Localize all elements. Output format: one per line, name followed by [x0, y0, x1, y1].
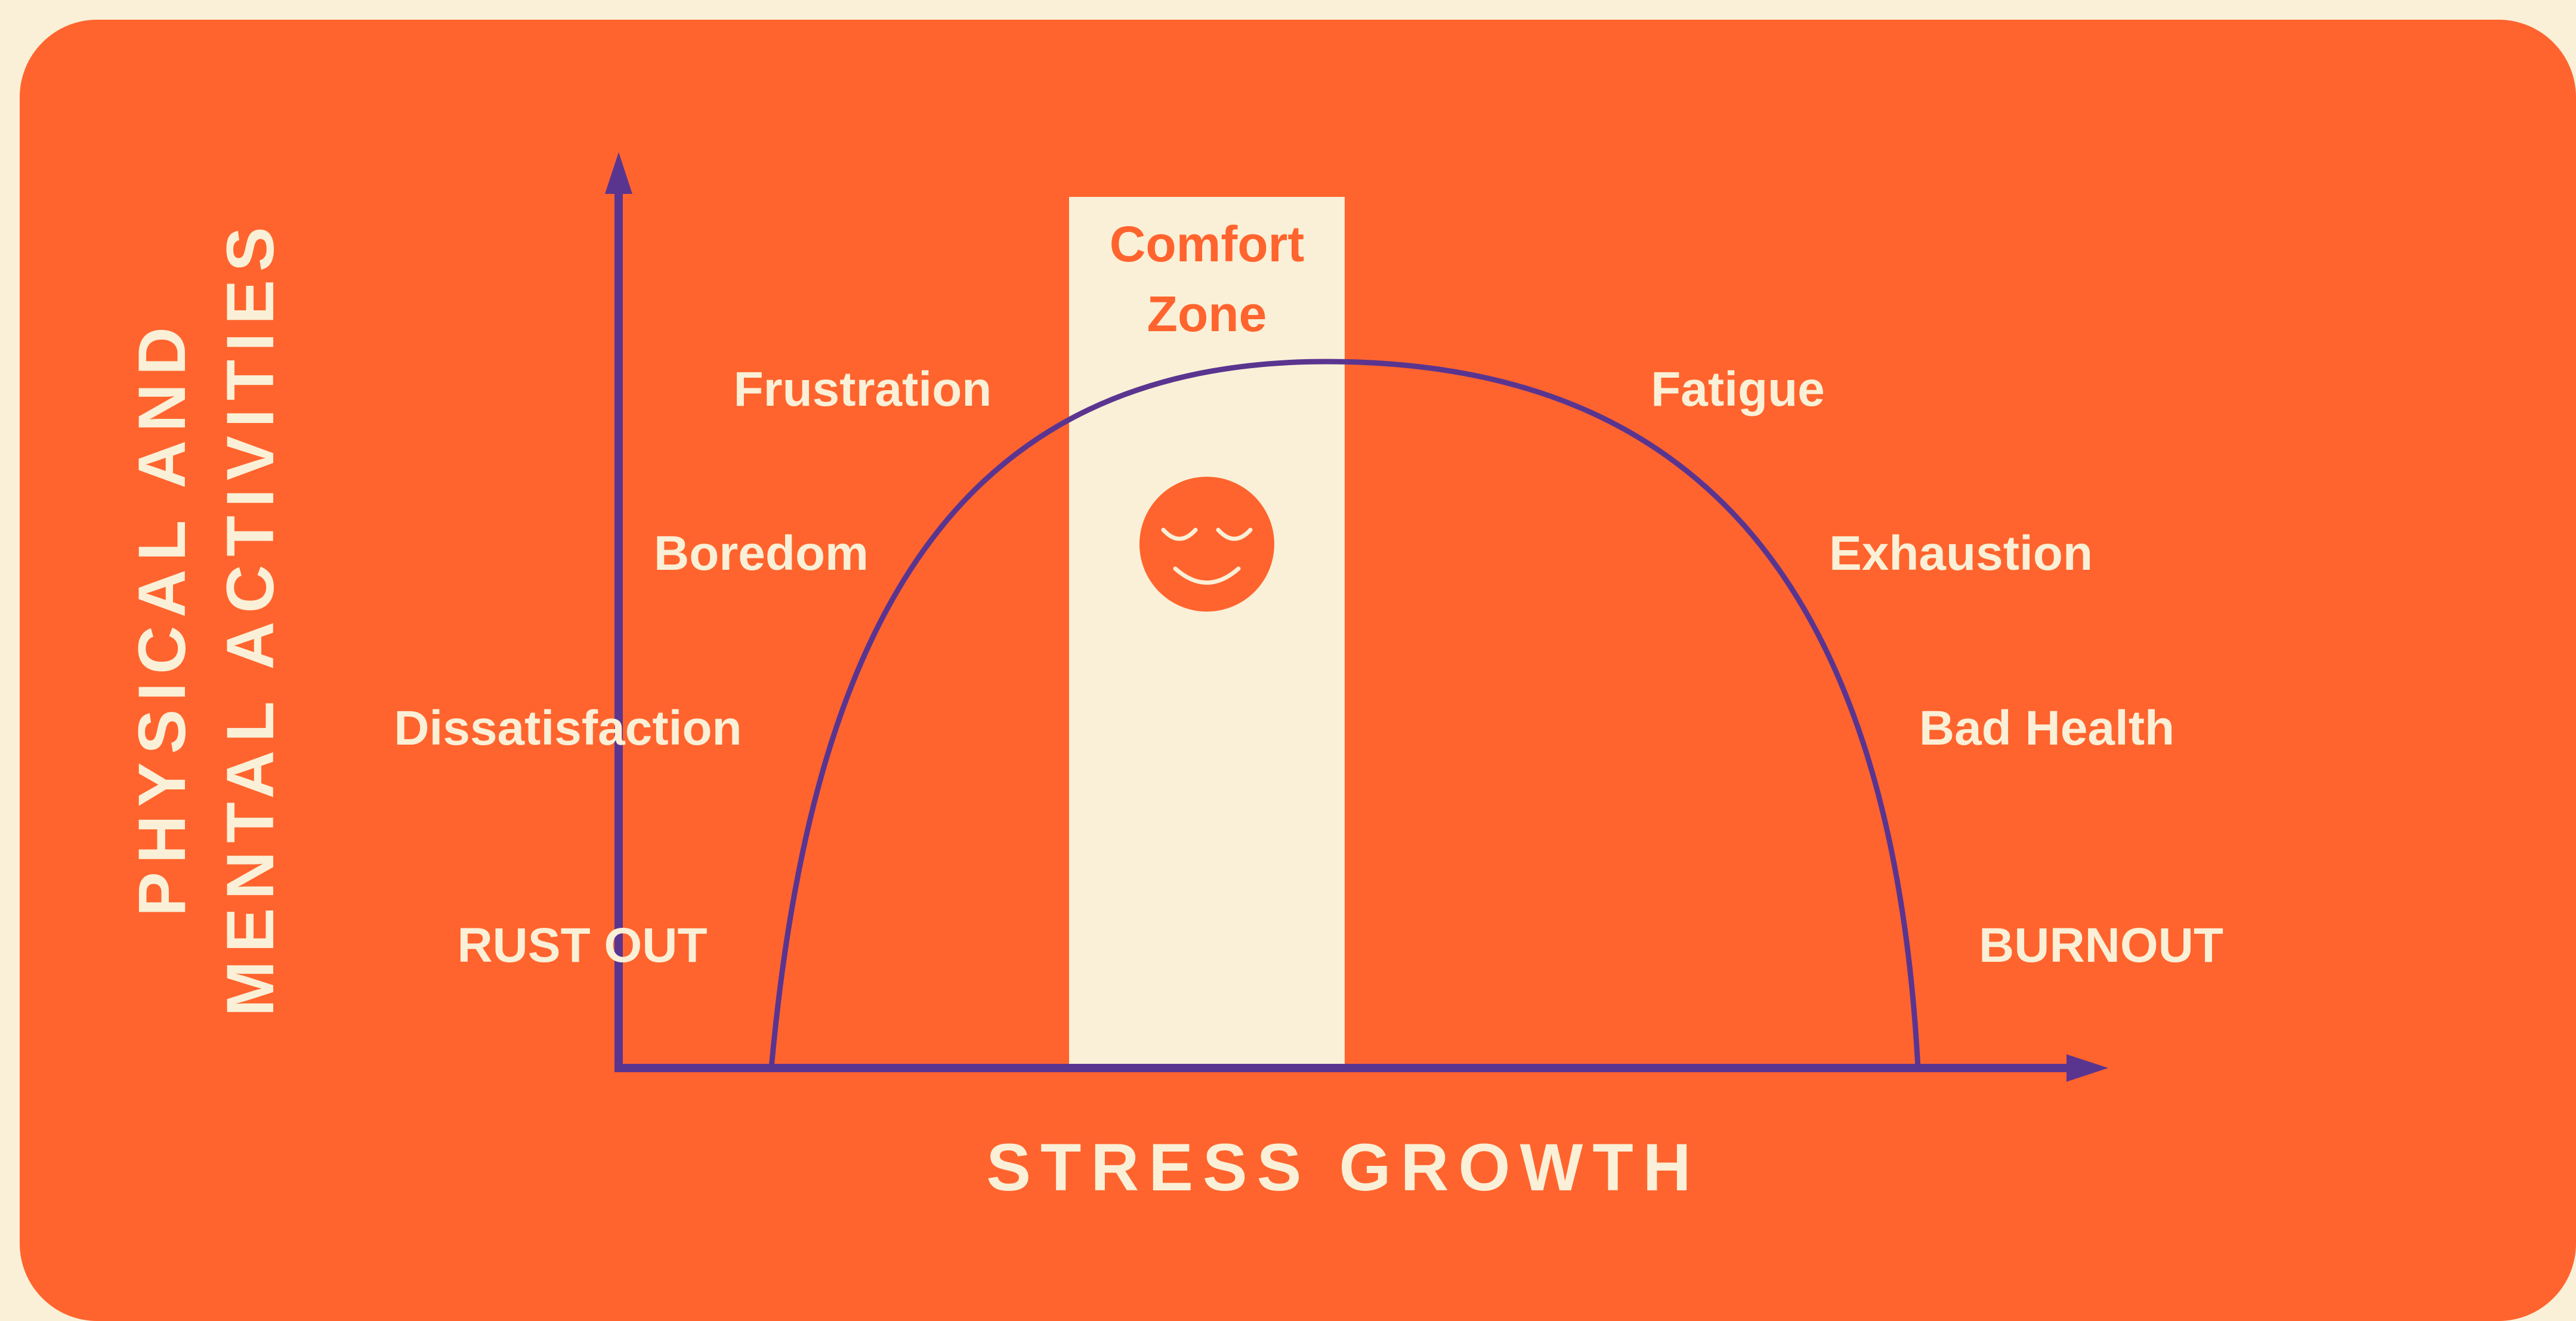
- comfort-zone-label-line1: Comfort: [1110, 216, 1305, 272]
- label-exhaustion: Exhaustion: [1829, 526, 2093, 581]
- comfort-zone-band: [1069, 197, 1345, 1065]
- y-axis-arrowhead: [605, 152, 632, 194]
- label-burnout: BURNOUT: [1979, 918, 2223, 973]
- label-fatigue: Fatigue: [1651, 362, 1825, 416]
- x-axis-label: STRESS GROWTH: [986, 1130, 1700, 1205]
- label-frustration: Frustration: [734, 362, 992, 416]
- y-axis-label-line2: MENTAL ACTIVITIES: [213, 218, 288, 1016]
- label-dissatisfaction: Dissatisfaction: [394, 701, 742, 755]
- smiling-face-icon: [1139, 477, 1274, 612]
- label-boredom: Boredom: [654, 526, 869, 581]
- label-rust-out: RUST OUT: [457, 918, 707, 973]
- comfort-zone-label-line2: Zone: [1147, 286, 1267, 342]
- label-bad-health: Bad Health: [1919, 701, 2175, 755]
- y-axis-label-line1: PHYSICAL AND: [125, 319, 199, 916]
- x-axis-arrowhead: [2067, 1054, 2108, 1082]
- stress-curve: [768, 359, 1921, 1069]
